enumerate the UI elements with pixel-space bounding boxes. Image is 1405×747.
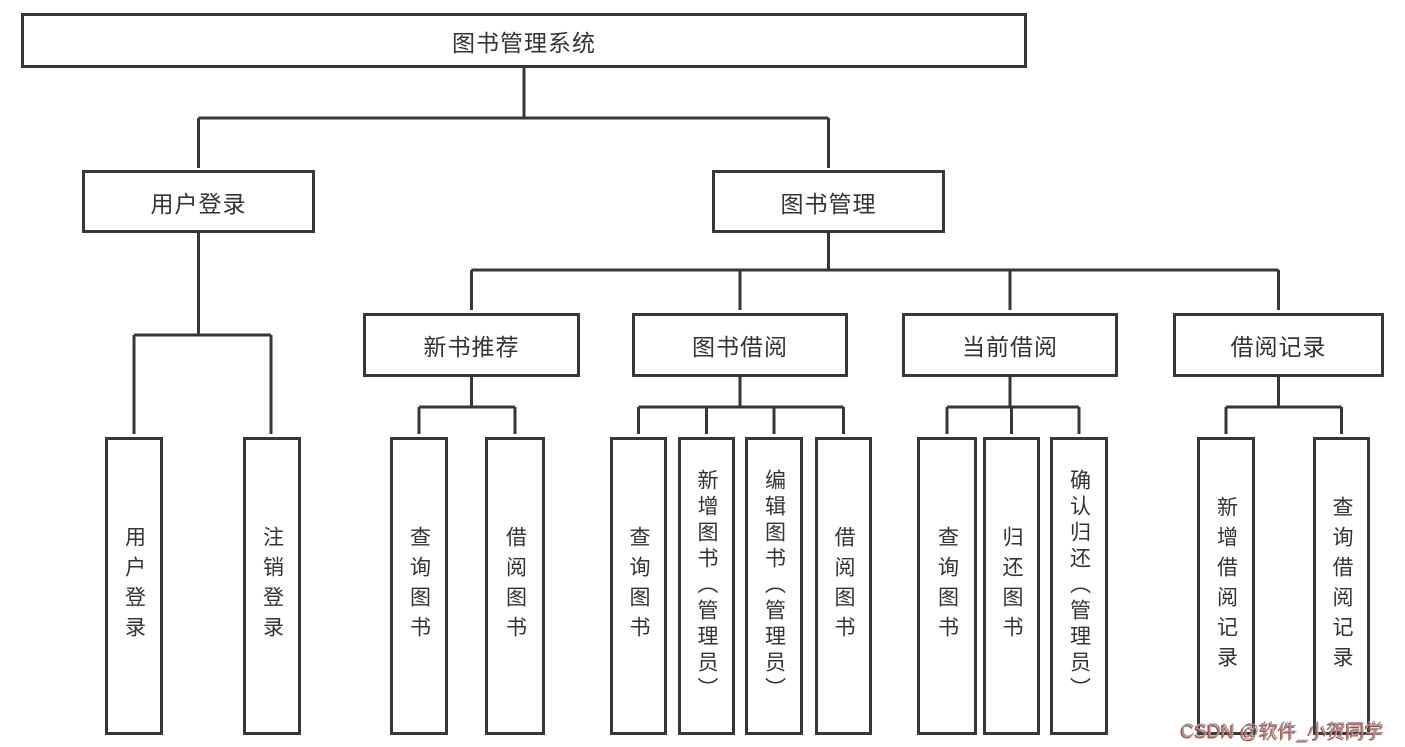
leaf-recommend-query-books-label: 查询图书 <box>407 526 431 646</box>
node-library-system-label: 图书管理系统 <box>452 29 596 56</box>
node-borrowing-records-label: 借阅记录 <box>1230 334 1327 360</box>
node-book-borrowing: 图书借阅 <box>632 313 848 377</box>
connector-book-management-trunk <box>471 233 1279 272</box>
leaf-borrowing-borrow-books-label: 借阅图书 <box>832 526 855 646</box>
node-book-management: 图书管理 <box>712 170 945 233</box>
leaf-current-return-books: 归还图书 <box>983 437 1040 735</box>
leaf-recommend-borrow-books-label: 借阅图书 <box>503 526 527 646</box>
leaf-borrowing-borrow-books: 借阅图书 <box>815 437 872 735</box>
csdn-watermark: CSDN @软件_小贺同学 <box>1181 721 1384 742</box>
connector-current-trunk <box>947 377 1079 409</box>
node-book-management-label: 图书管理 <box>780 190 877 217</box>
leaf-borrowing-query-books: 查询图书 <box>610 437 667 735</box>
leaf-records-add-record: 新增借阅记录 <box>1197 437 1255 735</box>
leaf-borrowing-edit-books-label: 编辑图书（管理员） <box>762 469 786 703</box>
node-current-borrowing-label: 当前借阅 <box>962 334 1058 360</box>
leaf-records-add-record-label: 新增借阅记录 <box>1214 496 1238 676</box>
node-new-book-recommend-label: 新书推荐 <box>423 334 520 360</box>
leaf-recommend-query-books: 查询图书 <box>390 437 448 735</box>
node-current-borrowing: 当前借阅 <box>902 313 1118 377</box>
connector-records-trunk <box>1226 377 1342 409</box>
node-library-system: 图书管理系统 <box>21 13 1027 68</box>
node-new-book-recommend: 新书推荐 <box>363 313 580 377</box>
leaf-records-query-record: 查询借阅记录 <box>1313 437 1370 735</box>
node-user-login-label: 用户登录 <box>150 190 247 217</box>
connector-borrowing-trunk <box>638 377 844 409</box>
node-user-login: 用户登录 <box>82 170 315 233</box>
leaf-current-return-books-label: 归还图书 <box>1000 526 1023 646</box>
leaf-records-query-record-label: 查询借阅记录 <box>1330 496 1353 676</box>
leaf-current-query-books-label: 查询图书 <box>935 526 959 646</box>
connector-recommend-trunk <box>419 377 515 409</box>
leaf-current-confirm-return-label: 确认归还（管理员） <box>1067 469 1091 703</box>
leaf-current-query-books: 查询图书 <box>917 437 977 735</box>
leaf-borrowing-edit-books: 编辑图书（管理员） <box>745 437 803 735</box>
leaf-user-login: 用户登录 <box>105 437 163 735</box>
connector-user-login-trunk <box>134 233 271 337</box>
leaf-borrowing-add-books: 新增图书（管理员） <box>678 437 735 735</box>
connector-root-trunk <box>198 68 829 120</box>
leaf-borrowing-add-books-label: 新增图书（管理员） <box>695 469 718 703</box>
leaf-user-login-label: 用户登录 <box>122 526 146 646</box>
node-borrowing-records: 借阅记录 <box>1173 313 1384 377</box>
leaf-recommend-borrow-books: 借阅图书 <box>485 437 545 735</box>
leaf-logout: 注销登录 <box>243 437 301 735</box>
node-book-borrowing-label: 图书借阅 <box>692 334 788 360</box>
leaf-current-confirm-return: 确认归还（管理员） <box>1050 437 1108 735</box>
leaf-logout-label: 注销登录 <box>260 526 284 646</box>
leaf-borrowing-query-books-label: 查询图书 <box>627 526 650 646</box>
